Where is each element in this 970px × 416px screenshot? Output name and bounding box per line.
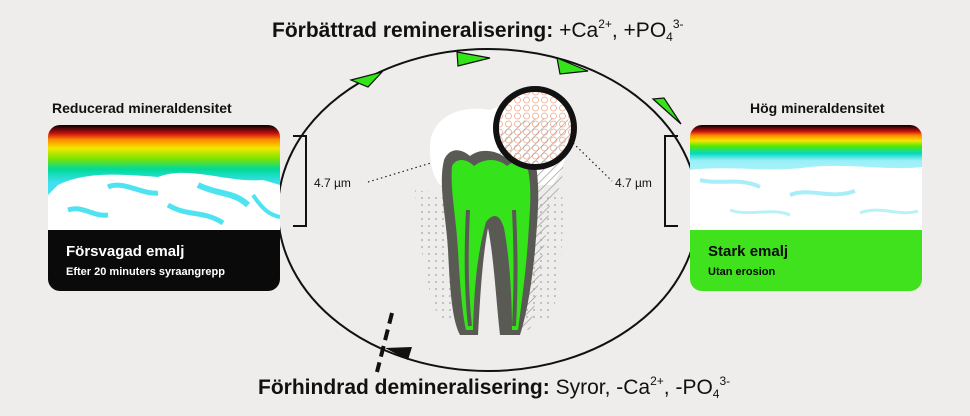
arrow-head-icon [651,97,682,125]
magnifier-icon [493,86,577,170]
weak-enamel-caption: Försvagad emalj Efter 20 minuters syraan… [48,230,280,291]
strong-enamel-panel: Stark emalj Utan erosion [690,125,922,291]
remineralisation-arrows [349,51,682,125]
right-leader-line [572,142,613,182]
demineralisation-label: Förhindrad demineralisering: Syror, -Ca2… [258,374,731,401]
strong-enamel-caption: Stark emalj Utan erosion [690,230,922,291]
left-measurement: 4.7 µm [314,176,351,190]
strong-enamel-title: Stark emalj [708,243,789,260]
left-bracket [293,135,307,227]
weak-enamel-subtitle: Efter 20 minuters syraangrepp [66,266,225,278]
left-panel-heading: Reducerad mineraldensitet [52,100,232,116]
arrow-head-icon [349,70,384,88]
arrow-head-icon [456,51,491,67]
right-panel-heading: Hög mineraldensitet [750,100,885,116]
strong-enamel-subtitle: Utan erosion [708,266,776,278]
weak-enamel-panel: Försvagad emalj Efter 20 minuters syraan… [48,125,280,291]
weak-enamel-title: Försvagad emalj [66,243,185,260]
arrow-head-icon [556,57,589,75]
blocked-arrow-icon [375,312,412,373]
right-bracket [664,135,678,227]
strong-enamel-scan-image [690,125,922,230]
remineralisation-label: Förbättrad remineralisering: +Ca2+, +PO4… [272,17,684,44]
right-measurement: 4.7 µm [615,176,652,190]
weak-enamel-scan-image [48,125,280,230]
